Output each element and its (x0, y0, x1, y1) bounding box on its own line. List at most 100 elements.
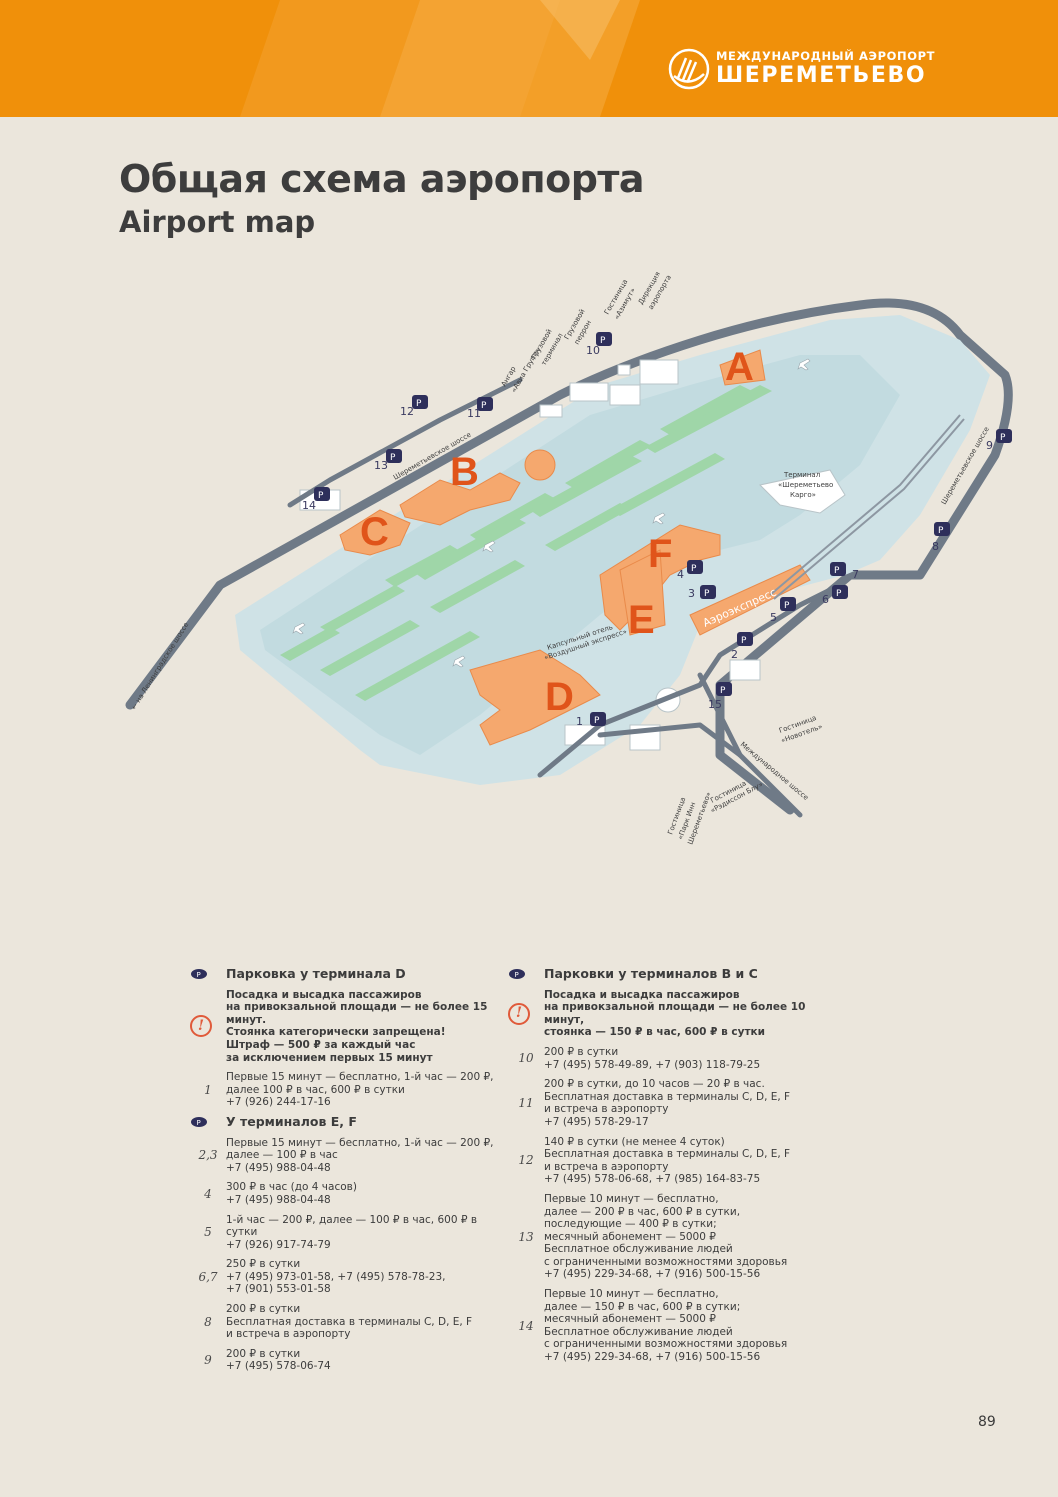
warning-icon: ! (190, 1015, 212, 1038)
plane-icons (292, 358, 811, 668)
terminal-f-label: F (648, 532, 672, 576)
perimeter-road (125, 298, 1013, 815)
novotel-building (729, 659, 761, 681)
cargo-terminal-building (569, 382, 609, 402)
logo-mark-icon (668, 48, 710, 90)
road-label-leningrad: ← на Ленинградское шоссе (130, 621, 190, 711)
hangar-building (539, 404, 563, 418)
terminal-d-building (469, 649, 601, 746)
parking-11-label: 11 (467, 407, 481, 420)
svg-text:P: P (704, 589, 710, 599)
parking-10-label: 10 (586, 344, 600, 357)
svg-text:P: P (836, 589, 842, 599)
terminal-c-building (339, 509, 411, 556)
legend-d-title: Парковка у терминала D (226, 966, 406, 981)
logo-title: ШЕРЕМЕТЬЕВО (716, 62, 927, 88)
parking-7-label: 7 (852, 568, 859, 581)
cargo-label-3: Карго» (790, 491, 816, 499)
svg-text:P: P (691, 564, 697, 574)
road-ef (537, 582, 843, 778)
legend-d-warning: Посадка и высадка пассажиров на привокза… (226, 988, 488, 1064)
directorate-building (639, 359, 679, 385)
airport-map: C B A F E D Аэроэкспресс P1 P2 P3 P4 P5 … (125, 270, 1013, 846)
legend-right: P Парковки у терминалов B и C ! Посадка … (508, 966, 828, 1371)
terminal-b-building (399, 472, 521, 526)
cargo-label-1: Терминал (783, 471, 820, 479)
parking-6-label: 6 (822, 593, 829, 606)
parking-2-label: 2 (731, 648, 738, 661)
parking-icon: P (191, 969, 207, 980)
terminal-c-label: C (360, 510, 389, 554)
green-areas (280, 385, 772, 701)
svg-text:P: P (197, 1119, 201, 1127)
terminal-e-label: E (628, 598, 655, 642)
svg-text:P: P (1000, 433, 1006, 443)
parking-3-label: 3 (688, 587, 695, 600)
header-decoration (240, 0, 640, 117)
svg-text:P: P (600, 336, 606, 346)
railway (769, 414, 961, 596)
terminal-b-round (524, 449, 556, 481)
page-title-ru: Общая схема аэропорта (119, 157, 645, 201)
svg-text:P: P (197, 971, 201, 979)
terminal-e-building (619, 549, 666, 636)
header-banner: МЕЖДУНАРОДНЫЙ АЭРОПОРТ ШЕРЕМЕТЬЕВО (0, 0, 1058, 117)
terminal-d-label: D (545, 675, 574, 719)
legend-bc-warning: Посадка и высадка пассажиров на привокза… (544, 988, 806, 1039)
plane-icon (292, 622, 306, 635)
legend-left: P Парковка у терминала D ! Посадка и выс… (190, 966, 510, 1380)
terminal-a-label: A (725, 345, 754, 389)
aeroexpress-building (689, 564, 811, 636)
svg-text:P: P (390, 453, 396, 463)
plane-icon (482, 540, 496, 553)
svg-text:P: P (594, 716, 600, 726)
svg-text:P: P (938, 526, 944, 536)
plane-icon (452, 655, 466, 668)
cargo-building (758, 469, 846, 514)
parking-4-label: 4 (677, 568, 684, 581)
legend-item: 1 Первые 15 минут — бесплатно, 1-й час —… (204, 1071, 494, 1109)
svg-text:P: P (515, 971, 519, 979)
parking-8-label: 8 (932, 540, 939, 553)
parking-14-label: 14 (302, 499, 316, 512)
svg-text:P: P (416, 399, 422, 409)
page-title-en: Airport map (119, 205, 316, 239)
parking-icon: P (191, 1117, 207, 1128)
svg-text:P: P (481, 401, 487, 411)
parking-5-label: 5 (770, 611, 777, 624)
hotel-azimut-building (617, 364, 631, 376)
plane-icon (797, 358, 811, 371)
logo-subtitle: МЕЖДУНАРОДНЫЙ АЭРОПОРТ (716, 49, 936, 64)
legend-bc-title: Парковки у терминалов B и C (544, 966, 758, 981)
warning-icon: ! (508, 1002, 530, 1025)
svg-text:P: P (720, 686, 726, 696)
svg-text:P: P (834, 566, 840, 576)
parking-9-label: 9 (986, 439, 993, 452)
logo: МЕЖДУНАРОДНЫЙ АЭРОПОРТ ШЕРЕМЕТЬЕВО (668, 48, 935, 90)
parking-1-label: 1 (576, 715, 583, 728)
terminal-a-building (719, 349, 766, 386)
parking-icon: P (509, 969, 525, 980)
plane-icon (652, 512, 666, 525)
cargo-label-2: «Шереметьево (778, 481, 833, 489)
svg-text:P: P (741, 636, 747, 646)
parking-15-label: 15 (708, 698, 722, 711)
cargo-apron-building (609, 384, 641, 406)
svg-text:P: P (318, 491, 324, 501)
terminal-b-label: B (450, 450, 479, 494)
page-number: 89 (978, 1414, 996, 1430)
parking-12-label: 12 (400, 405, 414, 418)
airfield-inner (260, 355, 900, 755)
